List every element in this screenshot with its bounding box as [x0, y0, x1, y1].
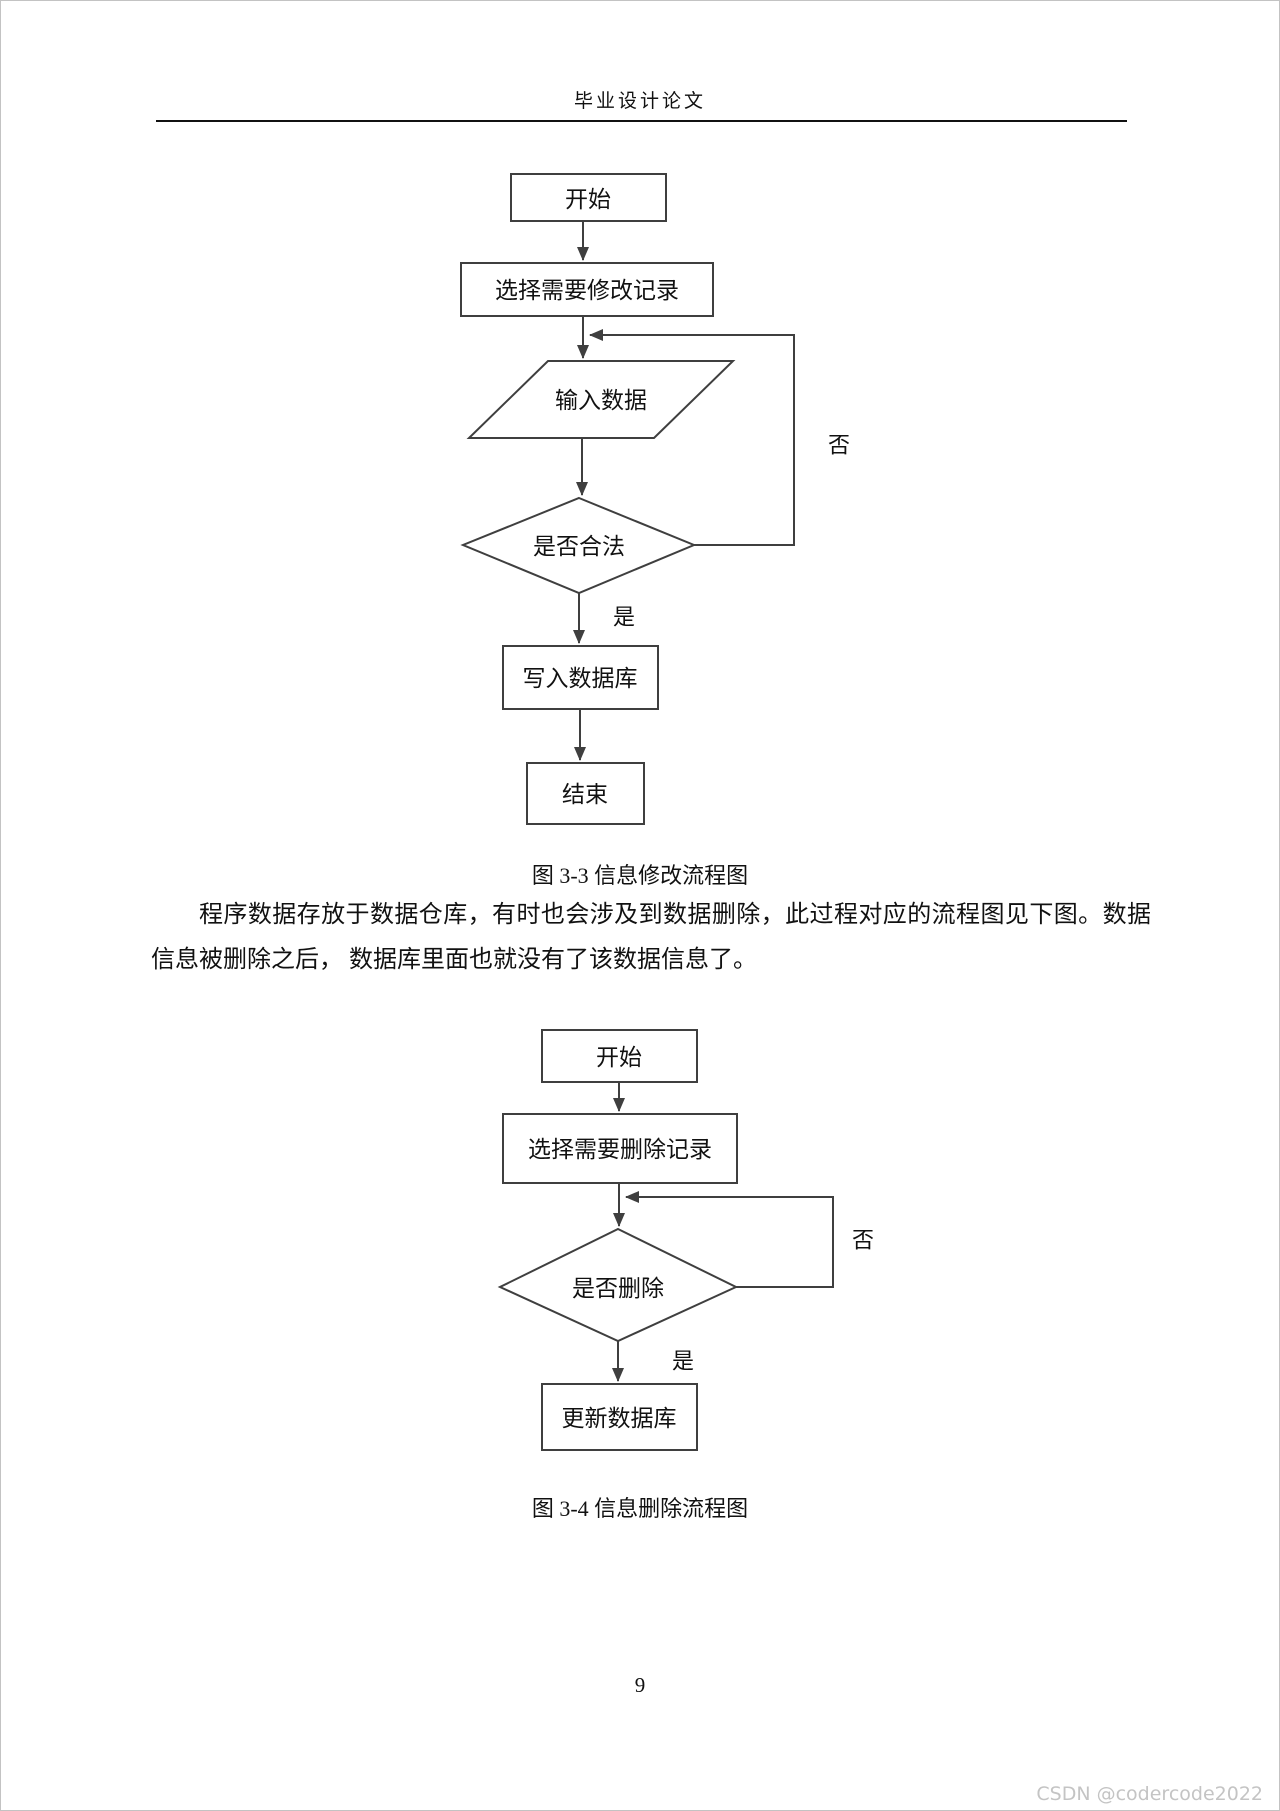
- node-decision-diamond: [460, 496, 697, 595]
- node-end-label: 结束: [562, 781, 608, 807]
- node-select-box: [460, 262, 714, 317]
- figure2-caption: 图 3-4 信息删除流程图: [531, 1496, 749, 1521]
- node-decision-label: 是否删除: [572, 1275, 664, 1301]
- node-update-box: [541, 1383, 698, 1451]
- node-start-label: 开始: [596, 1044, 642, 1070]
- node-decision-label: 是否合法: [533, 533, 625, 559]
- node-decision-diamond: [497, 1227, 739, 1343]
- flowchart-modify: 开始 选择需要修改记录 输入数据 是否合法 写入数据库 结束 是 否: [460, 173, 850, 825]
- csdn-watermark: CSDN @codercode2022: [1036, 1783, 1263, 1805]
- header-divider-line: [156, 120, 1127, 122]
- branch-yes-label: 是: [613, 605, 635, 630]
- connector-no-loop: [589, 329, 795, 546]
- node-update-label: 更新数据库: [562, 1405, 677, 1431]
- node-start-label: 开始: [565, 186, 611, 212]
- flowchart-delete: 开始 选择需要删除记录 是否删除 更新数据库 是 否: [497, 1029, 874, 1451]
- branch-yes-label: 是: [672, 1349, 694, 1374]
- node-select-label: 选择需要删除记录: [528, 1136, 712, 1162]
- node-end-box: [526, 762, 645, 825]
- branch-no-label: 否: [852, 1228, 874, 1253]
- branch-no-label: 否: [828, 433, 850, 458]
- node-input-label: 输入数据: [555, 387, 647, 413]
- node-write-box: [502, 645, 659, 710]
- node-start-box: [510, 173, 667, 222]
- body-paragraph: 程序数据存放于数据仓库，有时也会涉及到数据删除，此过程对应的流程图见下图。数据信…: [151, 902, 1151, 973]
- node-input-parallelogram: [466, 360, 736, 439]
- connector-no-loop: [625, 1191, 834, 1288]
- node-select-label: 选择需要修改记录: [495, 277, 679, 303]
- page-header-title: 毕业设计论文: [573, 91, 706, 112]
- node-start-box: [541, 1029, 698, 1083]
- node-write-label: 写入数据库: [523, 665, 638, 691]
- node-select-box: [502, 1113, 738, 1184]
- figure1-caption: 图 3-3 信息修改流程图: [531, 863, 749, 888]
- page-number: 9: [634, 1673, 646, 1697]
